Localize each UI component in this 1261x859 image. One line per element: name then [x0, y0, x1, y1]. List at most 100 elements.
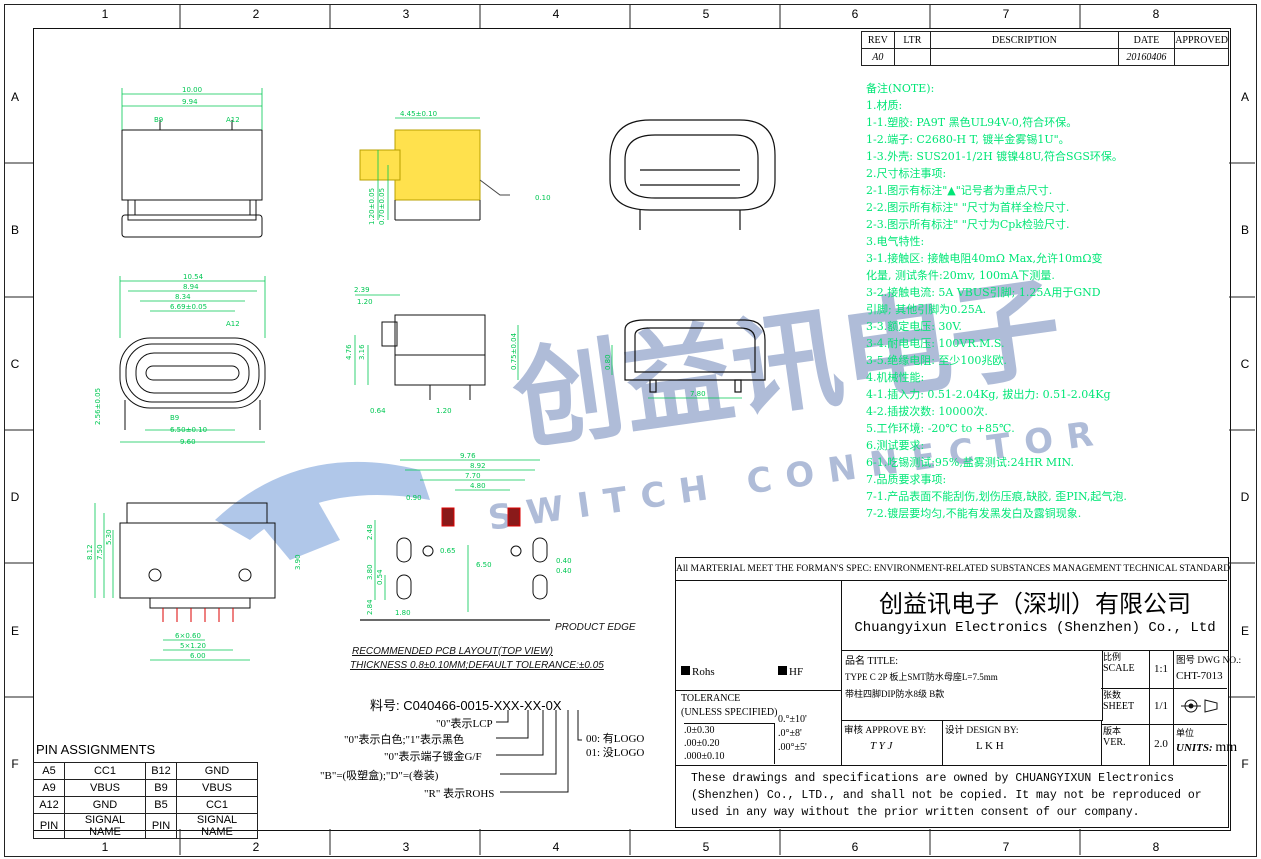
dim-label: 0.65 — [440, 547, 456, 555]
note-line: 2-2.图示所有标注" "尺寸为首样全检尺寸. — [866, 201, 1070, 214]
tolerance-value: .000±0.10 — [684, 751, 725, 762]
dim-label: 6.50±0.10 — [170, 426, 207, 434]
connector-bottom-view — [119, 502, 276, 622]
logo-option: 00: 有LOGO — [586, 733, 645, 745]
hf-mark: HF — [778, 666, 803, 678]
dim-label: A12 — [226, 116, 240, 124]
design-label: 设计 DESIGN BY: — [945, 726, 1019, 736]
projection-symbol-icon — [1181, 699, 1218, 713]
dim-label: 9.60 — [180, 438, 196, 446]
pin-assignments-title: PIN ASSIGNMENTS — [36, 742, 156, 757]
col-label: 1 — [101, 840, 109, 854]
dim-label: 7.50 — [96, 544, 104, 560]
dim-label: 3.90 — [294, 554, 302, 570]
dim-label: 8.34 — [175, 293, 191, 301]
dim-label: 9.94 — [182, 98, 198, 106]
col-label: 4 — [552, 840, 560, 854]
rev-value: A0 — [861, 48, 895, 66]
design-value: L K H — [976, 740, 1004, 752]
signal-cell: GND — [176, 762, 258, 780]
note-line: 3.电气特性: — [866, 235, 925, 248]
dim-label: 8.92 — [470, 462, 486, 470]
note-line: 4.机械性能: — [866, 371, 925, 384]
note-line: 2-3.图示所有标注" "尺寸为Cpk检验尺寸. — [866, 218, 1070, 231]
row-label: E — [1240, 624, 1249, 638]
pin-assignments-table: A5 CC1 B12 GND A9 VBUS B9 VBUS A12 GND B… — [33, 762, 258, 839]
dim-label: 1.80 — [395, 609, 411, 617]
scale-value: 1:1 — [1149, 650, 1174, 689]
connector-top-view — [121, 120, 263, 238]
dim-label: 1.20 — [436, 407, 452, 415]
tolerance-cell: TOLERANCE (UNLESS SPECIFIED) .0±0.30 .00… — [676, 690, 841, 766]
row-label: E — [10, 624, 19, 638]
signal-cell: CC1 — [176, 796, 258, 814]
tolerance-title: TOLERANCE — [681, 693, 741, 704]
note-line: 1-1.塑胶: PA9T 黑色UL94V-0,符合环保。 — [866, 116, 1078, 129]
note-line: 引脚; 其他引脚为0.25A. — [866, 303, 987, 316]
dwg-value: CHT-7013 — [1176, 670, 1223, 682]
col-label: 1 — [101, 7, 109, 21]
dim-label: A12 — [226, 320, 240, 328]
tolerance-value: .0±0.30 — [684, 725, 715, 736]
dim-label: 3.16 — [358, 344, 366, 360]
pin-cell: B9 — [145, 779, 177, 797]
sheet-info: 比例 SCALE 1:1 张数 SHEET 1/1 版本 VER. 2.0 — [1101, 650, 1227, 765]
rohs-mark: Rohs — [681, 666, 715, 678]
description-header: DESCRIPTION — [930, 31, 1119, 49]
col-label: 3 — [402, 840, 410, 854]
note-line: 3-5.绝缘电阻: 至少100兆欧. — [866, 354, 1007, 367]
rohs-label: Rohs — [692, 666, 715, 678]
dim-label: 6.50 — [476, 561, 492, 569]
dim-label: B9 — [170, 414, 179, 422]
title-line1: TYPE C 2P 板上SMT防水母座L=7.5mm — [845, 672, 998, 682]
signal-cell: VBUS — [64, 779, 146, 797]
dim-label: 2.39 — [354, 286, 370, 294]
col-label: 5 — [702, 7, 710, 21]
dim-label: 4.80 — [470, 482, 486, 490]
dim-label: 8.94 — [183, 283, 199, 291]
note-line: 2.尺寸标注事项: — [866, 167, 947, 180]
scale-label: SCALE — [1103, 663, 1135, 674]
dim-label: 2.56±0.05 — [94, 388, 102, 425]
row-label: D — [1240, 490, 1250, 504]
row-label: C — [1240, 357, 1250, 371]
row-label: B — [10, 223, 19, 237]
title-label: 品名 TITLE: — [845, 656, 899, 667]
note-line: 4-1.插入力: 0.51-2.04Kg, 拔出力: 0.51-2.04Kg — [866, 388, 1111, 401]
approve-cell: 审核 APPROVE BY: T Y J — [841, 720, 943, 765]
table-row: A5 CC1 B12 GND — [33, 762, 258, 780]
units-label-cn: 单位 — [1176, 728, 1195, 738]
note-line: 3-1.接触区: 接触电阻40mΩ Max,允许10mΩ变 — [866, 252, 1103, 265]
dim-label: 10.00 — [182, 86, 202, 94]
row-label: A — [10, 90, 19, 104]
dim-label: 6.00 — [190, 652, 206, 660]
dim-label: 0.54 — [376, 569, 384, 585]
pin-cell: A12 — [33, 796, 65, 814]
date-value: 20160406 — [1117, 48, 1176, 66]
note-line: 2-1.图示有标注"▲"记号者为重点尺寸. — [866, 184, 1053, 197]
dim-label: 0.40 — [556, 567, 572, 575]
table-row: A12 GND B5 CC1 — [33, 796, 258, 814]
signal-cell: SIGNAL NAME — [176, 813, 258, 839]
ltr-value — [893, 48, 932, 66]
dim-label: 0.40 — [556, 557, 572, 565]
revision-table: REV LTR DESCRIPTION DATE APPROVED A0 201… — [861, 31, 1229, 66]
note-line: 化量, 测试条件:20mv, 100mA下测量. — [866, 269, 1055, 282]
company-name-cn: 创益讯电子（深圳）有限公司 — [879, 592, 1191, 618]
pcb-layout-subtitle: THICKNESS 0.8±0.10MM;DEFAULT TOLERANCE:±… — [350, 660, 604, 671]
row-label: C — [10, 357, 20, 371]
part-number-option: "R" 表示ROHS — [424, 788, 495, 800]
note-line: 6-1.吃锡测试:95%,盐雾测试:24HR MIN. — [866, 456, 1074, 469]
dwg-label: 图号 DWG NO.: — [1176, 656, 1242, 666]
note-line: 3-4.耐电电压: 100VR.M.S. — [866, 337, 1005, 350]
connector-side-section — [624, 319, 766, 393]
col-label: 6 — [851, 840, 859, 854]
dim-label: 10.54 — [183, 273, 204, 281]
part-number-option: "0"表示LCP — [436, 718, 493, 730]
signal-cell: GND — [64, 796, 146, 814]
sheet-label-cn: 张数 — [1103, 690, 1122, 700]
dim-label: 6.69±0.05 — [170, 303, 207, 311]
approve-label: 审核 APPROVE BY: — [844, 726, 927, 736]
part-number-option: "0"表示端子镀金G/F — [384, 751, 482, 763]
scale-label-cn: 比例 — [1103, 652, 1122, 662]
